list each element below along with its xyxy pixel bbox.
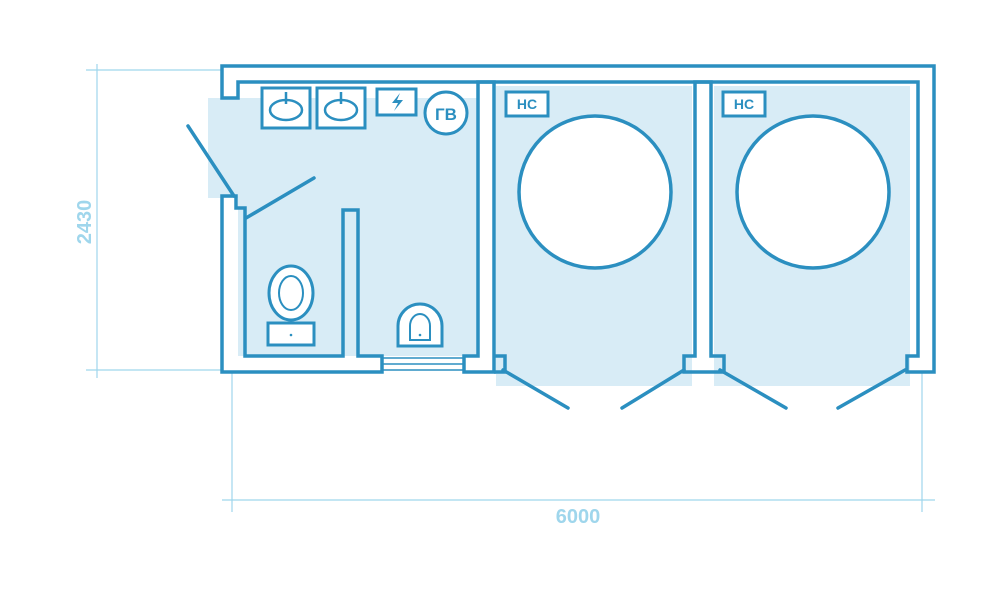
tank-left-label: НС [517,96,537,112]
tank-left-door-left [501,368,570,410]
tank-right: НС [721,90,891,270]
tank-left-circle [517,114,673,270]
walls [220,64,936,374]
sink-2 [315,86,367,130]
tank-left-door-right [620,368,686,410]
threshold [381,357,465,371]
entrance-door [186,124,236,198]
outer-wall-left-lower [220,194,384,374]
tank-right-circle [735,114,891,270]
tank-right-door-right [836,368,907,410]
toilet-1 [266,264,316,347]
width-dimension-label: 6000 [556,506,601,528]
sink-1 [260,86,312,130]
tank-right-label: НС [734,96,754,112]
partition-1-jamb [494,354,507,374]
lightning-icon [375,87,418,117]
doors [186,124,907,410]
water-heater-label: ГВ [435,105,457,124]
toilet-2 [396,302,444,348]
height-dimension-label: 2430 [74,200,96,245]
outer-wall-top [220,64,936,374]
toilet-door [244,176,316,220]
dimension-lines [86,64,935,512]
tank-left: НС [504,90,673,270]
tank-right-door-left [718,368,788,410]
partition-1 [462,80,496,374]
water-heater: ГВ [423,90,469,136]
